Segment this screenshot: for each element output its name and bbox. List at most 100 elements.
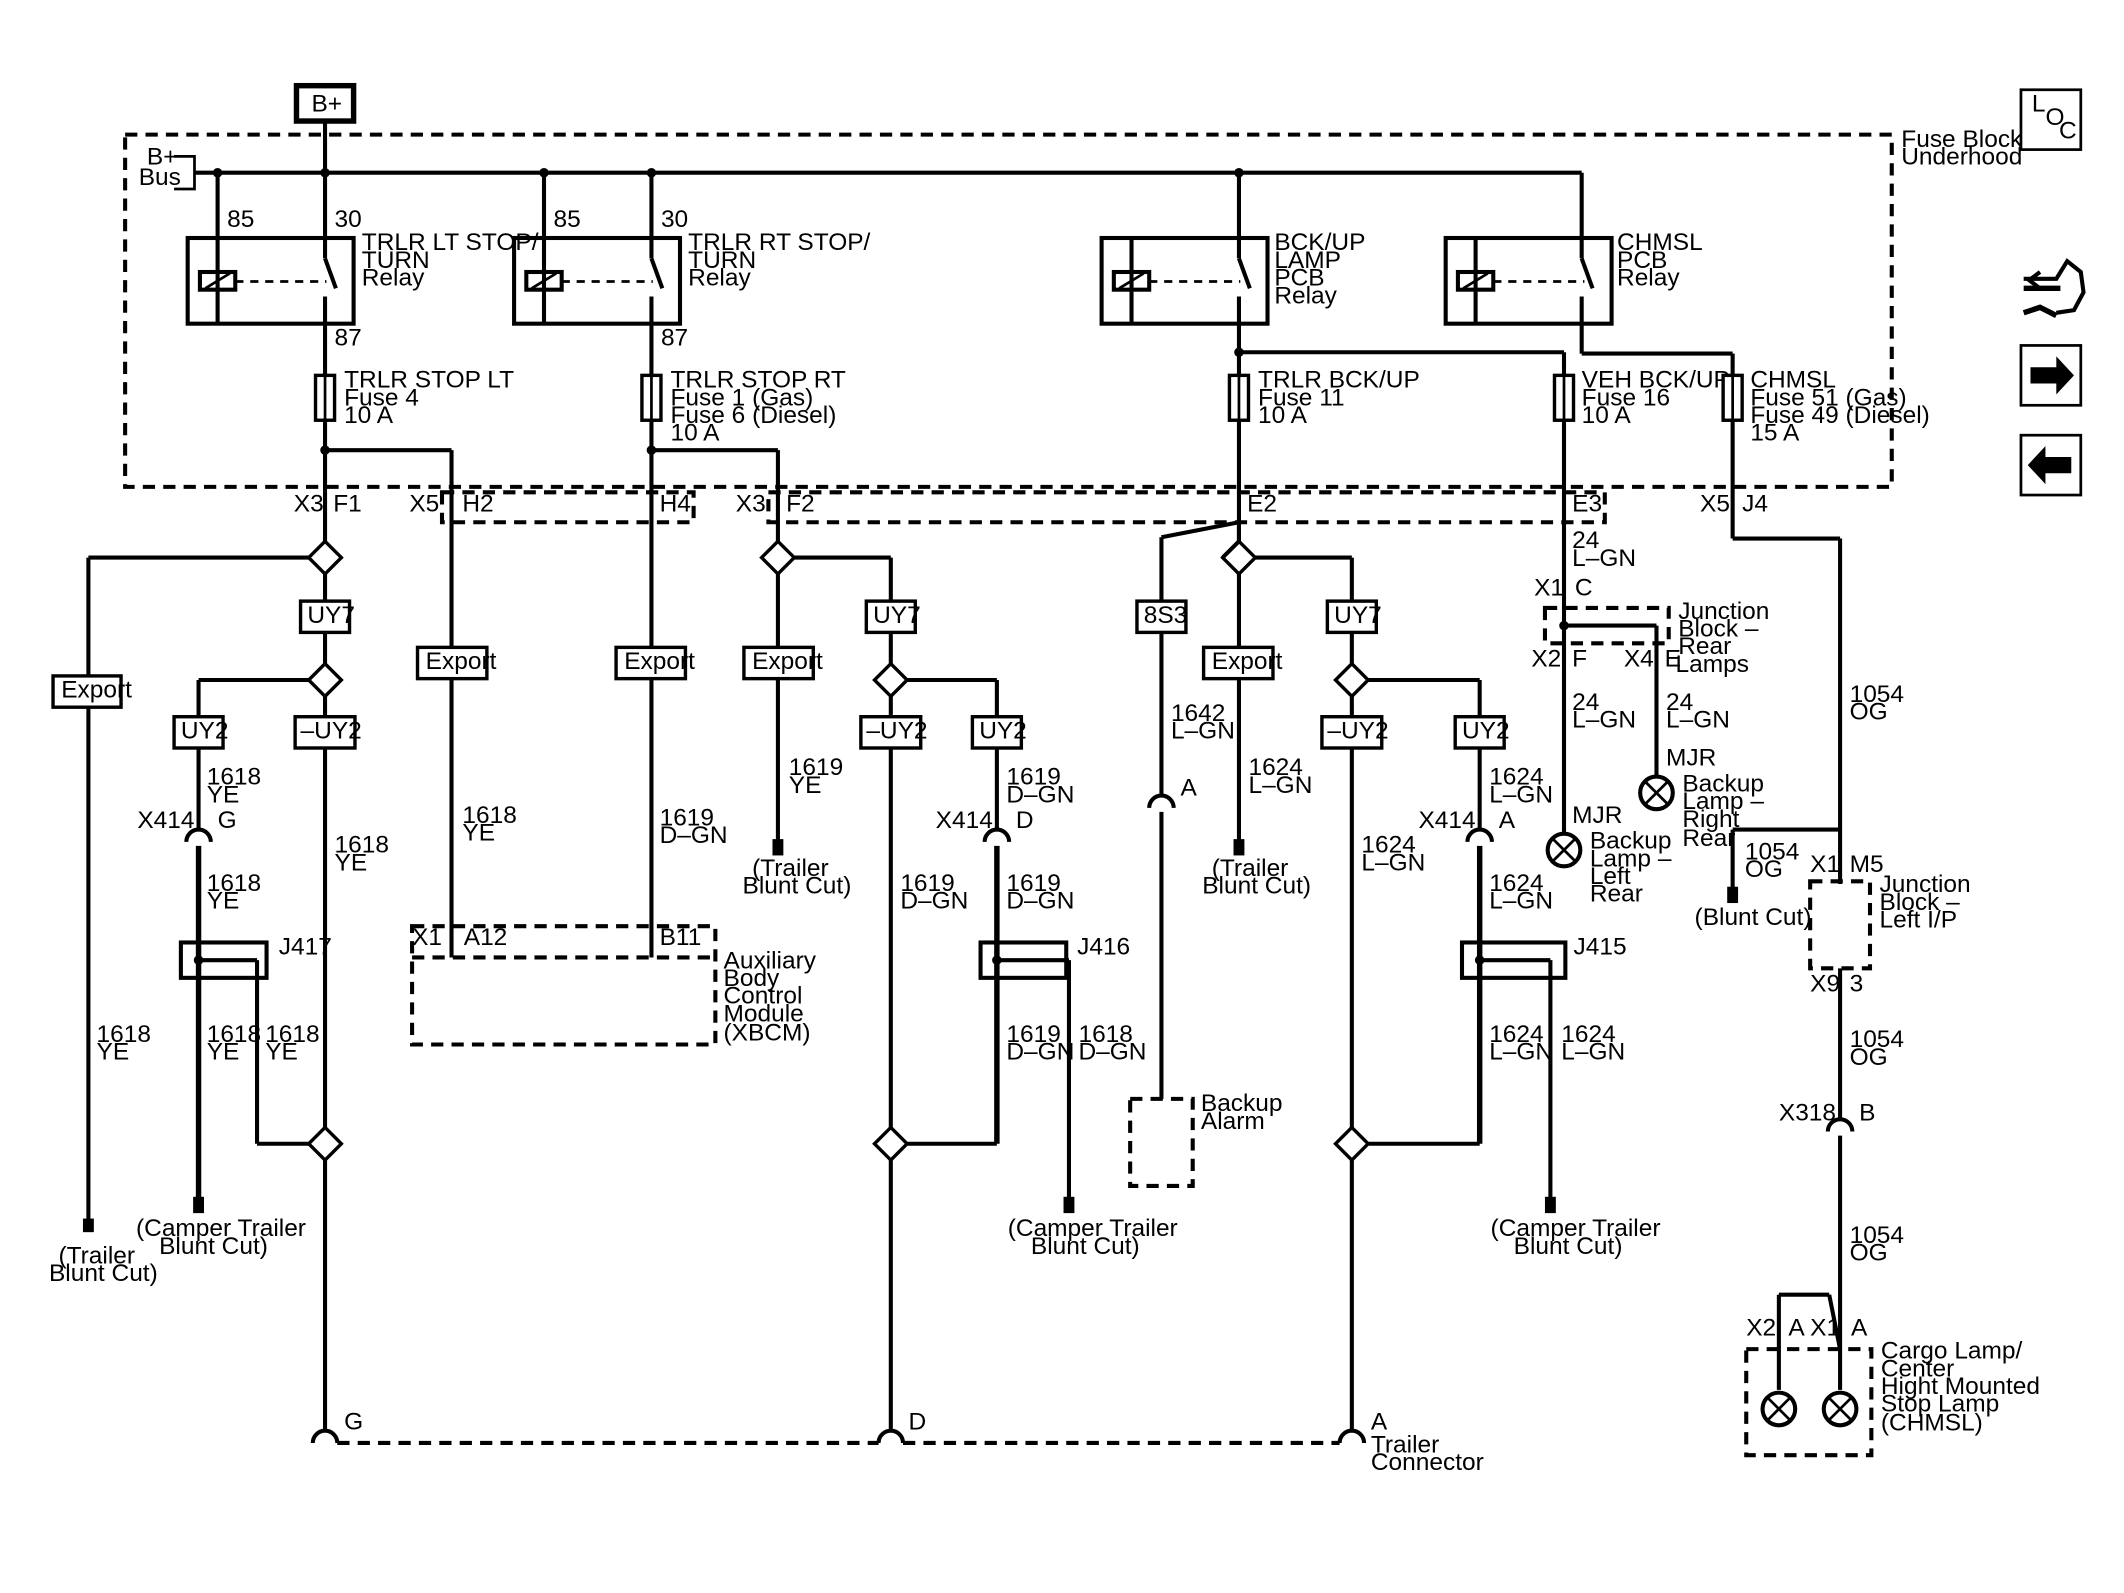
svg-text:MJR: MJR — [1572, 802, 1622, 829]
svg-text:Backup: Backup — [1590, 828, 1672, 855]
svg-text:Rear: Rear — [1678, 633, 1731, 660]
svg-text:87: 87 — [335, 324, 362, 351]
svg-text:YE: YE — [207, 887, 240, 914]
svg-text:X3: X3 — [294, 490, 324, 517]
svg-text:Fuse 16: Fuse 16 — [1582, 384, 1670, 411]
svg-text:X5: X5 — [409, 490, 439, 517]
svg-text:30: 30 — [661, 206, 688, 233]
svg-text:TURN: TURN — [362, 247, 430, 274]
export-box-3: Export — [614, 645, 695, 681]
fuse-chmsl: CHMSL Fuse 51 (Gas) Fuse 49 (Diesel) 15 … — [1721, 367, 1930, 447]
svg-text:Export: Export — [426, 648, 497, 675]
xbcm-module — [410, 924, 718, 1047]
svg-text:L–GN: L–GN — [1248, 772, 1312, 799]
svg-text:J415: J415 — [1574, 934, 1627, 961]
svg-text:(Trailer: (Trailer — [752, 855, 829, 882]
svg-text:D–GN: D–GN — [660, 822, 728, 849]
svg-text:C: C — [2059, 118, 2077, 145]
svg-text:24: 24 — [1572, 527, 1599, 554]
svg-text:E3: E3 — [1572, 490, 1602, 517]
svg-text:L: L — [2032, 91, 2046, 118]
svg-text:Auxiliary: Auxiliary — [724, 947, 817, 974]
svg-text:X1: X1 — [1534, 575, 1564, 602]
svg-text:UY2: UY2 — [181, 717, 229, 744]
svg-text:X1: X1 — [412, 924, 442, 951]
svg-text:B11: B11 — [660, 924, 702, 951]
svg-text:UY7: UY7 — [307, 602, 355, 629]
svg-text:–UY2: –UY2 — [866, 717, 927, 744]
svg-text:F2: F2 — [786, 490, 815, 517]
svg-text:D–GN: D–GN — [1006, 887, 1074, 914]
svg-text:TRLR LT STOP/: TRLR LT STOP/ — [362, 229, 539, 256]
svg-text:3: 3 — [1850, 970, 1864, 997]
uy2-box-3: UY2 — [1453, 715, 1510, 750]
svg-text:Blunt Cut): Blunt Cut) — [1514, 1233, 1623, 1260]
svg-text:Blunt Cut): Blunt Cut) — [1031, 1233, 1140, 1260]
nuy2-box-2: –UY2 — [859, 715, 928, 750]
svg-text:LAMP: LAMP — [1274, 247, 1341, 274]
svg-text:(Camper Trailer: (Camper Trailer — [136, 1215, 306, 1242]
previous-page-button[interactable] — [2019, 433, 2083, 497]
rt-stop-turn-circuit — [759, 538, 1075, 1431]
svg-text:VEH BCK/UP: VEH BCK/UP — [1582, 367, 1730, 394]
svg-text:(Camper Trailer: (Camper Trailer — [1491, 1215, 1661, 1242]
svg-text:X5: X5 — [1700, 490, 1730, 517]
fuse-trlr-stop-lt: TRLR STOP LT Fuse 4 10 A — [313, 367, 514, 429]
bus-bplus-label: B+ — [147, 144, 178, 171]
svg-text:1619: 1619 — [1006, 764, 1060, 791]
svg-text:Fuse 49 (Diesel): Fuse 49 (Diesel) — [1750, 402, 1930, 429]
svg-text:A: A — [1499, 807, 1516, 834]
svg-text:CHMSL: CHMSL — [1617, 229, 1703, 256]
wiring-harness-icon[interactable] — [2022, 258, 2086, 318]
uy2-box-1: UY2 — [172, 715, 229, 750]
svg-text:85: 85 — [554, 206, 581, 233]
svg-text:1054: 1054 — [1745, 839, 1799, 866]
svg-text:1618: 1618 — [1078, 1021, 1132, 1048]
lt-stop-turn-circuit — [82, 538, 344, 1431]
svg-text:M5: M5 — [1850, 851, 1884, 878]
svg-text:24: 24 — [1572, 689, 1599, 716]
svg-text:Stop Lamp: Stop Lamp — [1881, 1391, 1999, 1418]
svg-text:D–GN: D–GN — [900, 887, 968, 914]
svg-text:Rear: Rear — [1590, 881, 1643, 908]
svg-text:Lamp –: Lamp – — [1682, 788, 1764, 815]
svg-text:YE: YE — [207, 781, 240, 808]
export-box-4: Export — [742, 645, 823, 681]
svg-text:E2: E2 — [1247, 490, 1277, 517]
svg-text:Trailer: Trailer — [1371, 1431, 1439, 1458]
svg-text:1624: 1624 — [1248, 754, 1302, 781]
svg-text:TURN: TURN — [688, 247, 756, 274]
svg-text:O: O — [2045, 104, 2064, 131]
svg-text:H4: H4 — [660, 490, 691, 517]
svg-text:YE: YE — [97, 1038, 130, 1065]
svg-text:D–GN: D–GN — [1006, 781, 1074, 808]
fuse-block-outline — [123, 132, 1894, 489]
svg-text:24: 24 — [1666, 689, 1693, 716]
svg-text:A: A — [1851, 1315, 1868, 1342]
relay-trlr-rt-stop-turn: 85 30 87 TRLR RT STOP/ TURN Relay — [512, 172, 871, 409]
svg-text:TRLR BCK/UP: TRLR BCK/UP — [1258, 367, 1420, 394]
fuse-block-name-2: Underhood — [1901, 144, 2022, 171]
svg-text:1624: 1624 — [1489, 870, 1543, 897]
svg-text:1624: 1624 — [1361, 832, 1415, 859]
loc-button[interactable]: L O C — [2019, 88, 2083, 151]
svg-text:1618: 1618 — [462, 802, 516, 829]
svg-text:Export: Export — [752, 648, 823, 675]
svg-text:1619: 1619 — [900, 870, 954, 897]
svg-text:L–GN: L–GN — [1171, 717, 1235, 744]
svg-text:YE: YE — [207, 1038, 240, 1065]
svg-text:A12: A12 — [464, 924, 508, 951]
next-page-button[interactable] — [2019, 344, 2083, 407]
s83-box: 8S3 — [1135, 599, 1188, 635]
svg-text:Lamp –: Lamp – — [1590, 845, 1672, 872]
svg-text:J4: J4 — [1742, 490, 1768, 517]
svg-text:1619: 1619 — [1006, 870, 1060, 897]
svg-text:PCB: PCB — [1274, 265, 1324, 292]
svg-text:L–GN: L–GN — [1666, 707, 1730, 734]
svg-text:X9: X9 — [1810, 970, 1840, 997]
svg-text:10 A: 10 A — [670, 420, 720, 447]
svg-text:Body: Body — [724, 965, 781, 992]
fuse-trlr-stop-rt: TRLR STOP RT Fuse 1 (Gas) Fuse 6 (Diesel… — [640, 367, 846, 447]
fuse-veh-bckup: VEH BCK/UP Fuse 16 10 A — [1552, 367, 1730, 429]
